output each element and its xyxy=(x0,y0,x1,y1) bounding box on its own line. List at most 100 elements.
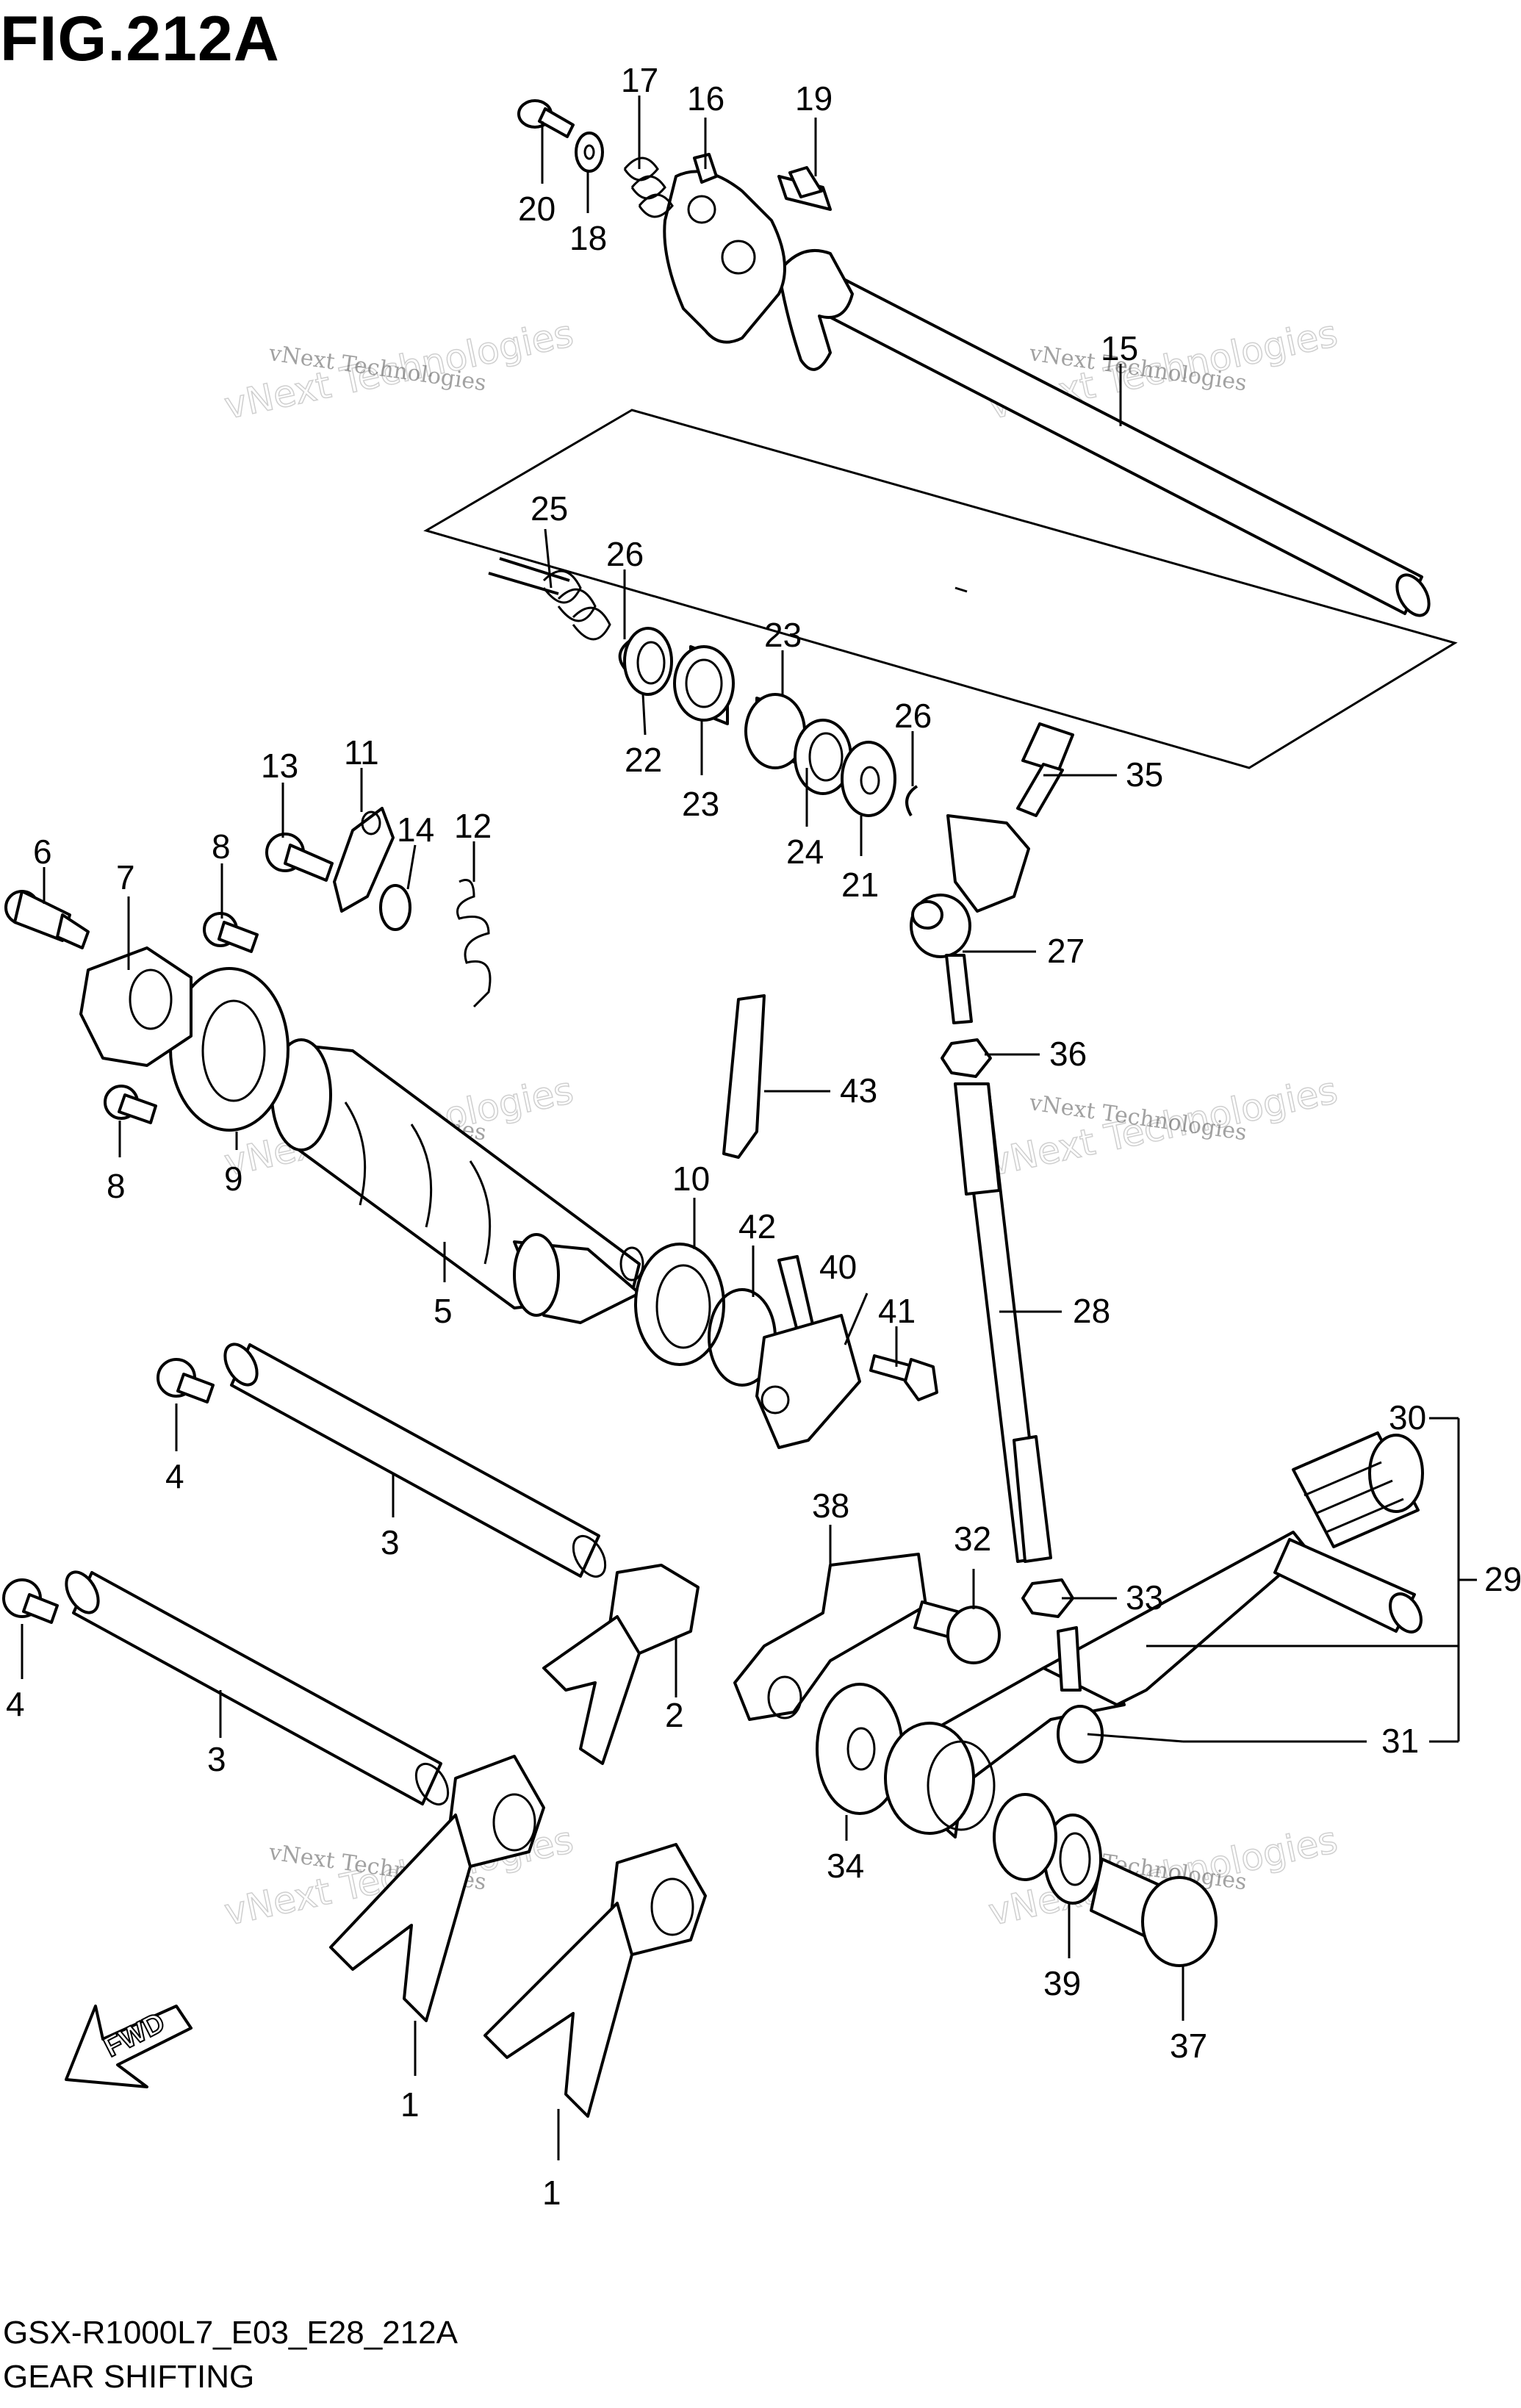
bolt-8-bottom xyxy=(104,1085,157,1124)
washer-18-hole xyxy=(583,144,595,160)
callout-6: 6 xyxy=(33,833,52,871)
washer-39b xyxy=(993,1793,1057,1881)
washer-18 xyxy=(575,132,604,173)
callout-39: 39 xyxy=(1043,1964,1081,2002)
callout-2: 2 xyxy=(665,1696,684,1734)
seal-39-hole xyxy=(1059,1832,1091,1886)
washer-34-hole xyxy=(846,1727,876,1771)
callout-27: 27 xyxy=(1047,932,1085,970)
part-numbers: 1 1 2 3 3 4 4 5 6 7 8 8 9 10 11 12 13 14… xyxy=(6,61,1521,2212)
callout-8: 8 xyxy=(107,1167,126,1205)
bolt-19 xyxy=(777,166,832,211)
callout-14: 14 xyxy=(397,811,434,849)
nut-36 xyxy=(941,1038,992,1078)
callout-3: 3 xyxy=(207,1740,226,1778)
gear-position-sensor-40 xyxy=(755,1255,861,1449)
callout-26: 26 xyxy=(606,535,644,573)
callout-20: 20 xyxy=(518,190,555,228)
bearing-10-hole xyxy=(655,1264,711,1349)
callout-21: 21 xyxy=(841,866,879,904)
callout-12: 12 xyxy=(454,807,492,845)
seal-24-hole xyxy=(808,732,844,782)
drum-cam-7 xyxy=(79,946,193,1067)
bushing-23-left xyxy=(673,645,735,725)
callout-34: 34 xyxy=(827,1847,864,1885)
callout-17: 17 xyxy=(621,61,658,99)
callout-37: 37 xyxy=(1170,2027,1207,2065)
bolt-8-top xyxy=(203,912,259,953)
pin-6 xyxy=(4,890,90,949)
watermark-mid-right: vNext Technologies vNext Technologies xyxy=(985,1068,1342,1185)
callout-13: 13 xyxy=(261,747,298,785)
washer-22-hole xyxy=(636,641,666,685)
callout-19: 19 xyxy=(795,79,833,118)
bolt-4-lower xyxy=(2,1578,59,1624)
callout-10: 10 xyxy=(672,1160,710,1198)
washer-21 xyxy=(841,741,896,817)
callout-24: 24 xyxy=(786,833,824,871)
callout-29: 29 xyxy=(1484,1560,1521,1598)
callout-23: 23 xyxy=(764,616,802,654)
pivot-bolt-37 xyxy=(1090,1858,1218,1967)
callout-42: 42 xyxy=(738,1207,776,1246)
clamp-43 xyxy=(722,994,766,1159)
shift-link-38 xyxy=(733,1553,927,1721)
leader-lines xyxy=(21,96,1477,2160)
washer-14 xyxy=(379,884,411,931)
callout-36: 36 xyxy=(1049,1035,1087,1073)
callout-1: 1 xyxy=(542,2174,561,2212)
callout-31: 31 xyxy=(1381,1722,1419,1760)
shift-rod-28 xyxy=(954,1082,1052,1563)
callout-28: 28 xyxy=(1073,1292,1110,1330)
callout-16: 16 xyxy=(687,79,724,118)
callout-5: 5 xyxy=(434,1292,453,1330)
model-code: GSX-R1000L7_E03_E28_212A xyxy=(3,2315,458,2351)
shift-drum-5 xyxy=(270,1038,644,1324)
callout-23: 23 xyxy=(682,785,719,823)
shift-arm-27 xyxy=(910,814,1030,1024)
callout-25: 25 xyxy=(531,489,568,528)
callout-8: 8 xyxy=(212,827,231,866)
callout-33: 33 xyxy=(1126,1578,1163,1617)
callout-3: 3 xyxy=(381,1523,400,1561)
nut-33 xyxy=(1021,1578,1074,1618)
bolt-41 xyxy=(869,1354,938,1401)
callout-9: 9 xyxy=(224,1160,243,1198)
callout-30: 30 xyxy=(1389,1398,1426,1437)
callout-4: 4 xyxy=(165,1457,184,1495)
bushing-23-right xyxy=(744,693,806,769)
callout-1: 1 xyxy=(400,2085,420,2124)
bolt-20 xyxy=(517,99,575,138)
diagram-caption: GEAR SHIFTING xyxy=(3,2359,255,2395)
bolt-13 xyxy=(265,833,334,882)
callout-22: 22 xyxy=(625,741,662,779)
footpeg-shaft-29 xyxy=(1273,1538,1416,1633)
callout-7: 7 xyxy=(116,858,135,896)
figure-title: FIG.212A xyxy=(0,4,280,74)
callout-11: 11 xyxy=(344,733,379,772)
callout-40: 40 xyxy=(819,1248,857,1286)
spring-25 xyxy=(488,557,611,641)
fwd-arrow-icon: FWD xyxy=(65,2005,193,2088)
watermark-top-left: vNext Technologies vNext Technologies xyxy=(220,312,578,428)
washer-21-hole xyxy=(860,766,880,795)
assembly-outline xyxy=(423,409,1458,769)
footpeg-rubber-30 xyxy=(1292,1431,1424,1548)
shift-fork-1-right xyxy=(483,1843,707,2118)
circlip-26b xyxy=(905,785,918,817)
callout-18: 18 xyxy=(569,219,607,257)
shaft-stopper-plate xyxy=(663,153,786,344)
fork-shaft-3-lower xyxy=(65,1570,450,1805)
callout-4: 4 xyxy=(6,1685,25,1723)
callout-43: 43 xyxy=(840,1071,877,1110)
footpeg-shaft-end xyxy=(1389,1592,1423,1634)
callout-35: 35 xyxy=(1126,755,1163,794)
bolt-4-upper xyxy=(157,1358,215,1404)
spring-12 xyxy=(456,879,492,1008)
callout-41: 41 xyxy=(878,1292,916,1330)
shift-lever-31 xyxy=(884,1531,1309,1839)
callout-38: 38 xyxy=(812,1487,849,1525)
bolt-35 xyxy=(1016,722,1074,817)
bolt-32 xyxy=(913,1600,1001,1664)
